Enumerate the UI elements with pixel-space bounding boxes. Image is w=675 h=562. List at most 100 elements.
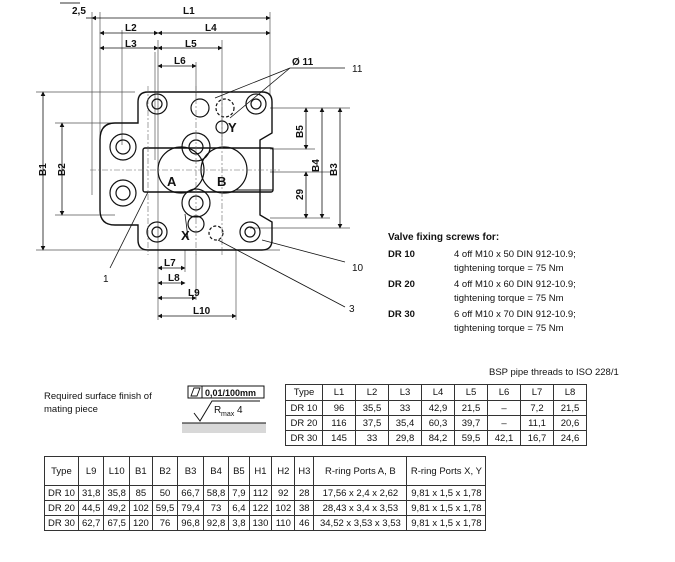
table-cell: 73: [202, 500, 230, 516]
table-header-cell: Type: [285, 384, 323, 401]
port-x-label: X: [181, 228, 190, 243]
table-cell: 122: [248, 500, 273, 516]
table-header-cell: Type: [44, 456, 79, 486]
port-y-label: Y: [228, 120, 237, 135]
dimension-table-b-h: Type L9 L10 B1 B2 B3 B4 B5 H1 H2 H3 R-ri…: [44, 456, 487, 531]
dim-b2: B2: [57, 163, 68, 176]
table-cell: –: [487, 415, 521, 431]
table-cell: 66,7: [177, 485, 204, 501]
table-header-cell: L7: [520, 384, 554, 401]
callout-11: 11: [352, 64, 363, 75]
screw-spec-line1: 6 off M10 x 70 DIN 912-10.9;: [454, 309, 576, 320]
dim-l7: L7: [164, 258, 176, 269]
table-cell: 21,5: [553, 400, 587, 416]
table-cell: 120: [128, 515, 153, 531]
table-cell: DR 20: [44, 500, 79, 516]
table-header-cell: R-ring Ports X, Y: [406, 456, 487, 486]
table-cell: 28,43 x 3,4 x 3,53: [313, 500, 408, 516]
flatness-value: 0,01/100mm: [205, 388, 256, 398]
screw-type: DR 30: [388, 309, 415, 320]
table-cell: 16,7: [520, 430, 554, 446]
valve-screws-note: Valve fixing screws for: DR 10 4 off M10…: [388, 231, 634, 336]
table-cell: 42,1: [487, 430, 521, 446]
callout-1: 1: [103, 274, 109, 285]
dim-l5: L5: [185, 39, 197, 50]
screw-row: DR 10 4 off M10 x 50 DIN 912-10.9; tight…: [388, 248, 634, 276]
dim-b4: B4: [311, 159, 322, 172]
roughness-sub: max: [221, 411, 235, 418]
table-cell: 50: [151, 485, 179, 501]
table-header-cell: B1: [128, 456, 153, 486]
table-cell: DR 20: [285, 415, 323, 431]
dim-l6: L6: [174, 56, 186, 67]
table-cell: 92: [271, 485, 296, 501]
table-header-cell: L5: [454, 384, 488, 401]
table-row: DR 30 145 33 29,8 84,2 59,5 42,1 16,7 24…: [285, 430, 587, 446]
table-cell: 31,8: [77, 485, 105, 501]
table-cell: 29,8: [388, 430, 422, 446]
table-cell: 24,6: [553, 430, 587, 446]
table-cell: 7,9: [228, 485, 250, 501]
table-header-cell: H2: [271, 456, 296, 486]
flatness-icon: [190, 387, 201, 397]
table-header-cell: B5: [228, 456, 250, 486]
table-cell: 33: [388, 400, 422, 416]
table-header-cell: B2: [151, 456, 179, 486]
table-cell: 28: [294, 485, 315, 501]
table-row: DR 10 96 35,5 33 42,9 21,5 – 7,2 21,5: [285, 400, 587, 416]
screw-type: DR 10: [388, 249, 415, 260]
table-cell: 130: [248, 515, 273, 531]
dim-l10: L10: [193, 306, 211, 317]
table-cell: 35,4: [388, 415, 422, 431]
dim-b1: B1: [38, 163, 49, 176]
table-cell: 21,5: [454, 400, 488, 416]
screw-type: DR 20: [388, 279, 415, 290]
port-b-label: B: [217, 174, 226, 189]
table-cell: 39,7: [454, 415, 488, 431]
table-cell: 102: [271, 500, 296, 516]
dim-l9: L9: [188, 288, 200, 299]
table-header-cell: B3: [177, 456, 204, 486]
table-cell: 35,8: [103, 485, 130, 501]
roughness-r: R: [214, 405, 221, 416]
table-cell: 9,81 x 1,5 x 1,78: [406, 500, 487, 516]
bsp-note: BSP pipe threads to ISO 228/1: [489, 367, 619, 378]
table-cell: 9,81 x 1,5 x 1,78: [406, 485, 487, 501]
table-cell: 9,81 x 1,5 x 1,78: [406, 515, 487, 531]
table-cell: 38: [294, 500, 315, 516]
roughness-value: 4: [237, 405, 243, 416]
table-cell: 33: [355, 430, 389, 446]
surface-finish-text: Required surface finish of mating piece: [44, 391, 152, 415]
table-cell: 76: [151, 515, 179, 531]
table-cell: 67,5: [103, 515, 130, 531]
table-row: DR 30 62,7 67,5 120 76 96,8 92,8 3,8 130…: [44, 515, 487, 531]
table-cell: 85: [128, 485, 153, 501]
table-cell: 110: [271, 515, 296, 531]
roughness-icon: [193, 400, 260, 422]
table-row: DR 10 31,8 35,8 85 50 66,7 58,8 7,9 112 …: [44, 485, 487, 501]
callout-10: 10: [352, 263, 364, 274]
table-cell: 84,2: [421, 430, 455, 446]
table-header-row: Type L1 L2 L3 L4 L5 L6 L7 L8: [285, 384, 587, 401]
table-cell: 112: [248, 485, 273, 501]
valve-screws-heading: Valve fixing screws for:: [388, 232, 500, 243]
table-cell: 44,5: [77, 500, 105, 516]
table-header-cell: L4: [421, 384, 455, 401]
dim-b3: B3: [329, 163, 340, 176]
table-cell: 6,4: [228, 500, 250, 516]
table-cell: DR 10: [44, 485, 79, 501]
table-row: DR 20 116 37,5 35,4 60,3 39,7 – 11,1 20,…: [285, 415, 587, 431]
table-header-cell: L3: [388, 384, 422, 401]
table-header-cell: L10: [103, 456, 130, 486]
port-a-label: A: [167, 174, 177, 189]
table-cell: 11,1: [520, 415, 554, 431]
table-cell: 34,52 x 3,53 x 3,53: [313, 515, 408, 531]
table-cell: 59,5: [454, 430, 488, 446]
callout-3: 3: [349, 304, 355, 315]
screw-spec: 4 off M10 x 50 DIN 912-10.9; tightening …: [454, 248, 634, 276]
table-header-cell: H3: [294, 456, 315, 486]
table-cell: 17,56 x 2,4 x 2,62: [313, 485, 408, 501]
table-cell: 62,7: [77, 515, 105, 531]
table-header-cell: L6: [487, 384, 521, 401]
table-cell: 92,8: [202, 515, 230, 531]
